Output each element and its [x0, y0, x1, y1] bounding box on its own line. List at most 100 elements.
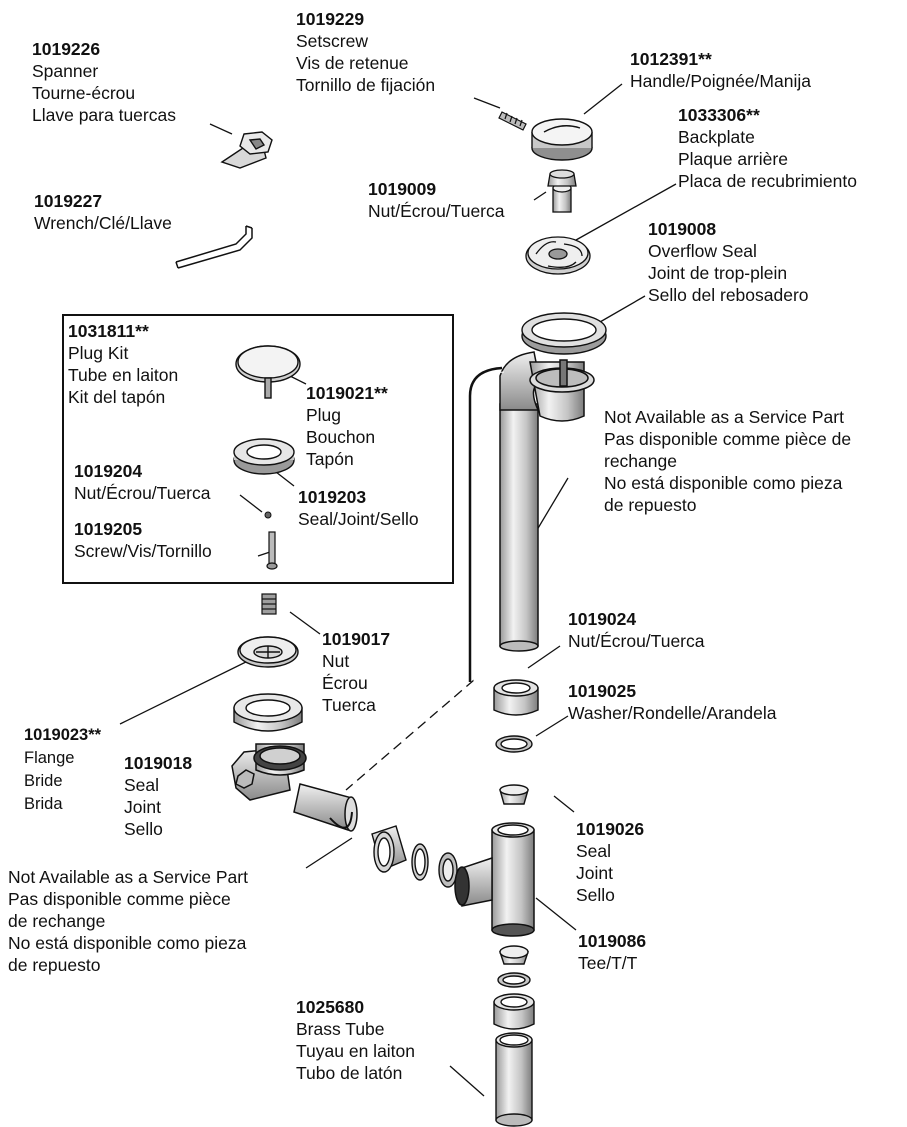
notice-line: de repuesto	[8, 955, 101, 975]
part-number: 1019227	[34, 191, 103, 211]
part-name: Screw/Vis/Tornillo	[74, 541, 212, 561]
part-name-en: Flange	[24, 749, 75, 767]
part-name: Nut/Écrou/Tuerca	[74, 483, 211, 503]
notice-line: No está disponible como pieza	[604, 473, 843, 493]
label-plug: 1019021** Plug Bouchon Tapón	[306, 382, 388, 470]
part-number: 1019226	[32, 39, 101, 59]
label-overflow-seal: 1019008 Overflow Seal Joint de trop-plei…	[648, 218, 809, 306]
plug-illustration	[235, 345, 301, 399]
notice-line: Not Available as a Service Part	[604, 407, 844, 427]
part-name: Wrench/Clé/Llave	[34, 213, 172, 233]
label-flange: 1019023** Flange Bride Brida	[24, 724, 101, 816]
part-name-fr: Joint	[576, 863, 613, 883]
part-name-es: Tuerca	[322, 695, 376, 715]
kit-nut-illustration	[264, 511, 272, 519]
label-plug-kit: 1031811** Plug Kit Tube en laiton Kit de…	[68, 320, 178, 408]
part-name-en: Plug	[306, 405, 342, 425]
label-backplate: 1033306** Backplate Plaque arrière Placa…	[678, 104, 857, 192]
part-number: 1019086	[578, 931, 647, 951]
seal-drain-illustration	[233, 693, 303, 732]
overflow-seal-illustration	[521, 312, 607, 355]
label-washer: 1019025 Washer/Rondelle/Arandela	[568, 680, 777, 724]
part-name: Nut/Écrou/Tuerca	[368, 201, 505, 221]
part-name: Handle/Poignée/Manija	[630, 71, 811, 91]
label-spanner: 1019226 Spanner Tourne-écrou Llave para …	[32, 38, 176, 126]
drain-body-illustration	[231, 743, 358, 832]
flange-illustration	[237, 636, 299, 668]
part-name-fr: Joint	[124, 797, 161, 817]
notice-overflow-not-available: Not Available as a Service Part Pas disp…	[604, 406, 851, 516]
backplate-illustration	[525, 236, 591, 275]
part-name-es: Llave para tuercas	[32, 105, 176, 125]
part-name: Washer/Rondelle/Arandela	[568, 703, 777, 723]
part-name-es: Kit del tapón	[68, 387, 166, 407]
label-seal-drain: 1019018 Seal Joint Sello	[124, 752, 192, 840]
part-name: Nut/Écrou/Tuerca	[568, 631, 705, 651]
notice-line: de repuesto	[604, 495, 697, 515]
part-name-fr: Tourne-écrou	[32, 83, 136, 103]
part-number: 1019203	[298, 487, 367, 507]
part-number: 1019205	[74, 519, 143, 539]
part-name-en: Spanner	[32, 61, 99, 81]
part-name-en: Setscrew	[296, 31, 368, 51]
part-name-es: Sello	[124, 819, 163, 839]
part-name-en: Seal	[124, 775, 160, 795]
part-number: 1019009	[368, 179, 437, 199]
part-name-en: Plug Kit	[68, 343, 129, 363]
part-number: 1019024	[568, 609, 637, 629]
part-number: 1019025	[568, 681, 637, 701]
lower-fittings-illustration	[493, 945, 535, 1127]
part-name-fr: Vis de retenue	[296, 53, 409, 73]
notice-line: No está disponible como pieza	[8, 933, 247, 953]
handle-illustration	[531, 118, 593, 161]
part-name-en: Seal	[576, 841, 612, 861]
part-number: 1019229	[296, 9, 365, 29]
part-name-en: Backplate	[678, 127, 755, 147]
part-name-es: Tapón	[306, 449, 354, 469]
wrench-illustration	[175, 225, 253, 269]
part-number: 1019023**	[24, 726, 102, 744]
notice-line: Pas disponible comme pièce	[8, 889, 231, 909]
tee-illustration	[454, 822, 535, 937]
label-setscrew: 1019229 Setscrew Vis de retenue Tornillo…	[296, 8, 435, 96]
kit-seal-illustration	[233, 438, 295, 475]
label-nut-mid: 1019017 Nut Écrou Tuerca	[322, 628, 390, 716]
part-name-es: Tornillo de fijación	[296, 75, 436, 95]
notice-line: rechange	[604, 451, 677, 471]
overflow-assembly-illustration	[468, 351, 595, 682]
label-wrench: 1019227 Wrench/Clé/Llave	[34, 190, 172, 234]
part-name-es: Sello	[576, 885, 615, 905]
part-number: 1025680	[296, 997, 365, 1017]
kit-screw-illustration	[266, 531, 278, 570]
part-name: Tee/T/T	[578, 953, 638, 973]
part-name-es: Tubo de latón	[296, 1063, 403, 1083]
part-number: 1019017	[322, 629, 391, 649]
part-number: 1012391**	[630, 49, 712, 69]
notice-line: Pas disponible comme pièce de	[604, 429, 852, 449]
part-name-fr: Écrou	[322, 673, 368, 693]
part-name-fr: Bouchon	[306, 427, 376, 447]
part-number: 1019204	[74, 461, 143, 481]
label-kit-nut: 1019204 Nut/Écrou/Tuerca	[74, 460, 211, 504]
notice-drain-not-available: Not Available as a Service Part Pas disp…	[8, 866, 248, 976]
label-brass-tube: 1025680 Brass Tube Tuyau en laiton Tubo …	[296, 996, 415, 1084]
notice-line: de rechange	[8, 911, 106, 931]
part-name-es: Placa de recubrimiento	[678, 171, 857, 191]
part-name-fr: Joint de trop-plein	[648, 263, 788, 283]
nut-top-illustration	[547, 169, 577, 213]
label-nut-top: 1019009 Nut/Écrou/Tuerca	[368, 178, 505, 222]
part-number: 1019026	[576, 819, 645, 839]
part-name-es: Brida	[24, 795, 63, 813]
spanner-illustration	[220, 131, 273, 169]
part-name-en: Brass Tube	[296, 1019, 385, 1039]
label-nut-right: 1019024 Nut/Écrou/Tuerca	[568, 608, 705, 652]
right-fittings-illustration	[493, 679, 539, 805]
part-name-fr: Plaque arrière	[678, 149, 788, 169]
label-tee: 1019086 Tee/T/T	[578, 930, 646, 974]
part-name-es: Sello del rebosadero	[648, 285, 809, 305]
horizontal-fittings-illustration	[371, 825, 458, 888]
part-name: Seal/Joint/Sello	[298, 509, 419, 529]
setscrew-illustration	[498, 111, 527, 131]
part-name-fr: Tube en laiton	[68, 365, 179, 385]
